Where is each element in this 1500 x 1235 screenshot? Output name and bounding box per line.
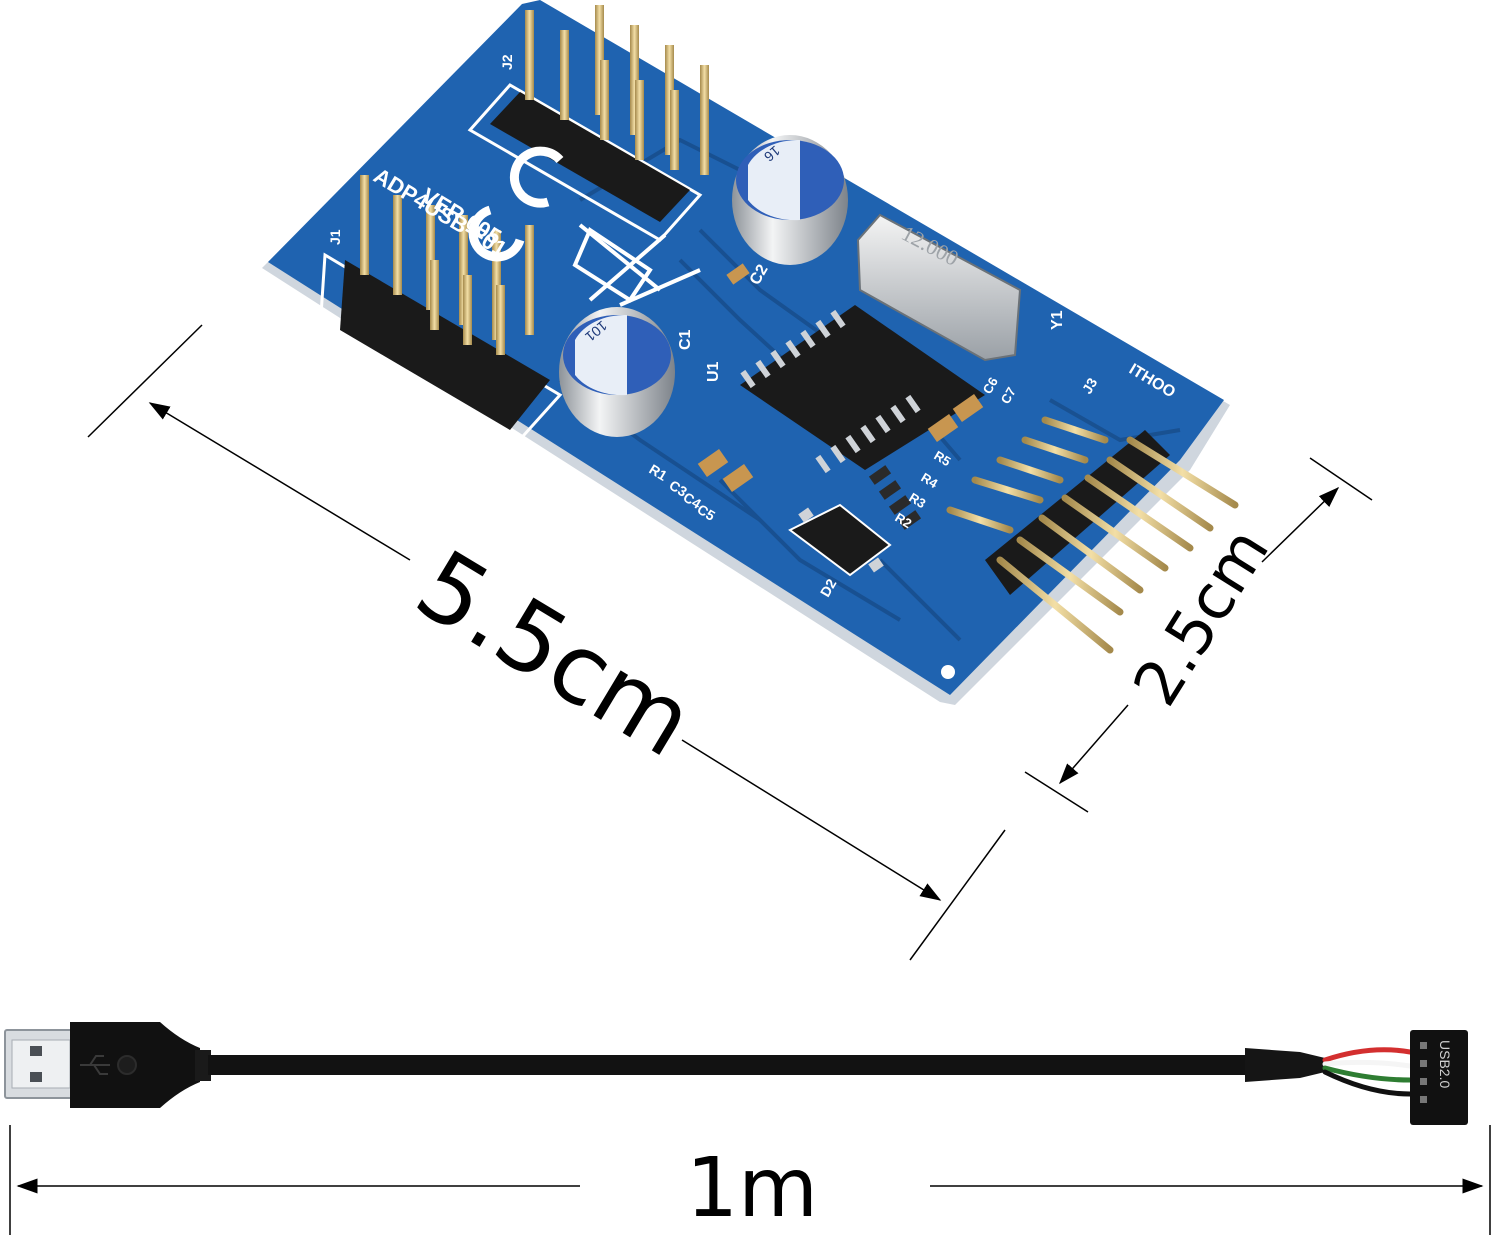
arrow-top [1261, 486, 1340, 563]
header-j2: J2 [467, 5, 709, 242]
label-j2: J2 [499, 54, 515, 70]
label-c5: C5 [694, 501, 718, 524]
length-dimension [87, 324, 1006, 961]
wire-green [1322, 1065, 1413, 1083]
strain-relief-left [195, 1050, 211, 1081]
width-dimension [1024, 457, 1373, 813]
label-r2: R2 [892, 510, 914, 531]
capacitor-c2: 16 C2 [732, 135, 848, 288]
label-c3: C3 [666, 477, 690, 500]
usb-hub-board: J2 J1 ADP4USB-F01 VER 005 [262, 0, 1239, 705]
header-j3 [946, 416, 1239, 654]
cable-length-label: 1m [686, 1141, 818, 1235]
extension-line-right [909, 829, 1006, 961]
diode-d2 [788, 503, 892, 577]
width-label: 2.5cm [1119, 516, 1283, 718]
wire-white [1322, 1059, 1413, 1069]
label-c4: C4 [680, 489, 704, 512]
arrow-left [148, 402, 411, 561]
extension-line-left [87, 324, 203, 438]
ce-mark-icon [468, 146, 564, 262]
label-r3: R3 [906, 490, 928, 511]
usb-header-label: USB2.0 [1437, 1040, 1453, 1088]
usb-cable: USB2.0 [4, 1022, 1468, 1125]
label-c7: C7 [998, 385, 1019, 407]
label-r1: R1 [646, 461, 670, 484]
arrow-bottom [1059, 704, 1129, 785]
strain-relief-right [1245, 1048, 1325, 1082]
wire-bundle [1322, 1047, 1413, 1097]
header-j1: J1 [318, 175, 563, 447]
smd-components [697, 263, 984, 530]
label-j3: J3 [1079, 375, 1101, 397]
weee-bin-icon [572, 223, 701, 307]
usb-a-plug [4, 1029, 76, 1099]
capacitor-c1: 101 C1 [559, 307, 694, 437]
label-c6: C6 [980, 375, 1001, 397]
wire-red [1322, 1047, 1413, 1063]
cable-length-dimension [9, 1125, 1491, 1235]
mounting-hole [941, 665, 955, 679]
length-label: 5.5cm [398, 529, 712, 779]
label-j1: J1 [327, 229, 343, 245]
extension-line-bottom [1024, 771, 1089, 813]
cable-body [208, 1055, 1258, 1075]
label-r5: R5 [931, 448, 953, 469]
extension-line-top [1309, 457, 1373, 501]
wire-black [1322, 1069, 1413, 1097]
arrow-right [681, 739, 942, 901]
usb-trident-icon [80, 1055, 110, 1075]
label-y1: Y1 [1049, 310, 1066, 330]
label-c1: C1 [677, 329, 694, 350]
label-u1: U1 [705, 361, 722, 382]
usb-header-connector: USB2.0 [1410, 1030, 1468, 1125]
label-d2: D2 [817, 576, 840, 600]
usb-logo-dot [117, 1055, 137, 1075]
chip-u1: U1 [705, 305, 985, 474]
